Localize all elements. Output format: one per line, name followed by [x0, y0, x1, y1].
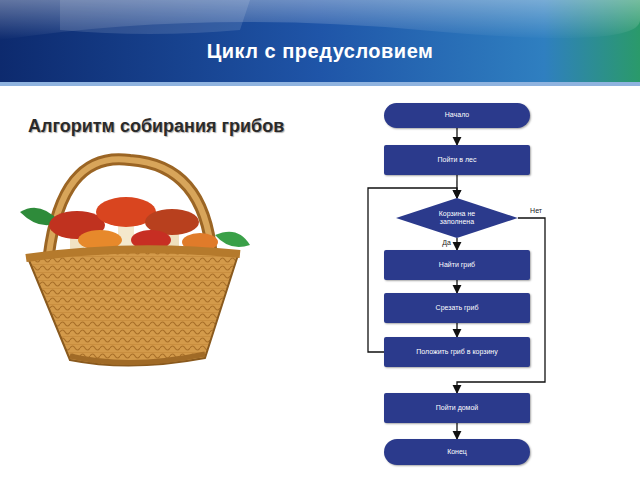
branch-label: Нет — [529, 207, 543, 215]
flow-arrow — [456, 423, 457, 439]
branch-label: Да — [441, 239, 452, 247]
process-box: Положить гриб в корзину — [384, 337, 530, 367]
node-text: Пойти в лес — [437, 156, 476, 164]
flow-arrow — [456, 323, 457, 337]
node-text: Срезать гриб — [436, 304, 479, 312]
flow-arrow — [456, 128, 457, 146]
process-box: Найти гриб — [384, 250, 530, 280]
slide-title: Цикл с предусловием — [0, 40, 640, 63]
flow-arrow — [456, 238, 457, 250]
node-text: Найти гриб — [439, 261, 475, 269]
diamond-shape — [396, 198, 518, 238]
process-box: Срезать гриб — [384, 293, 530, 323]
terminal-box: Начало — [384, 103, 530, 128]
header-bar — [0, 0, 640, 86]
decision-diamond: Корзина не заполнена — [396, 198, 518, 238]
node-text: Конец — [447, 448, 467, 456]
basket-picture — [20, 159, 250, 365]
terminal-box: Конец — [384, 439, 530, 465]
heading-label: Алгоритм собирания грибов — [28, 116, 284, 137]
process-box: Пойти в лес — [384, 145, 530, 175]
flow-arrow — [456, 280, 457, 293]
node-text: Положить гриб в корзину — [416, 348, 497, 356]
node-text: Начало — [445, 111, 469, 119]
node-text: Пойти домой — [436, 404, 479, 412]
node-text: Корзина не заполнена — [431, 210, 483, 227]
process-box: Пойти домой — [384, 393, 530, 423]
